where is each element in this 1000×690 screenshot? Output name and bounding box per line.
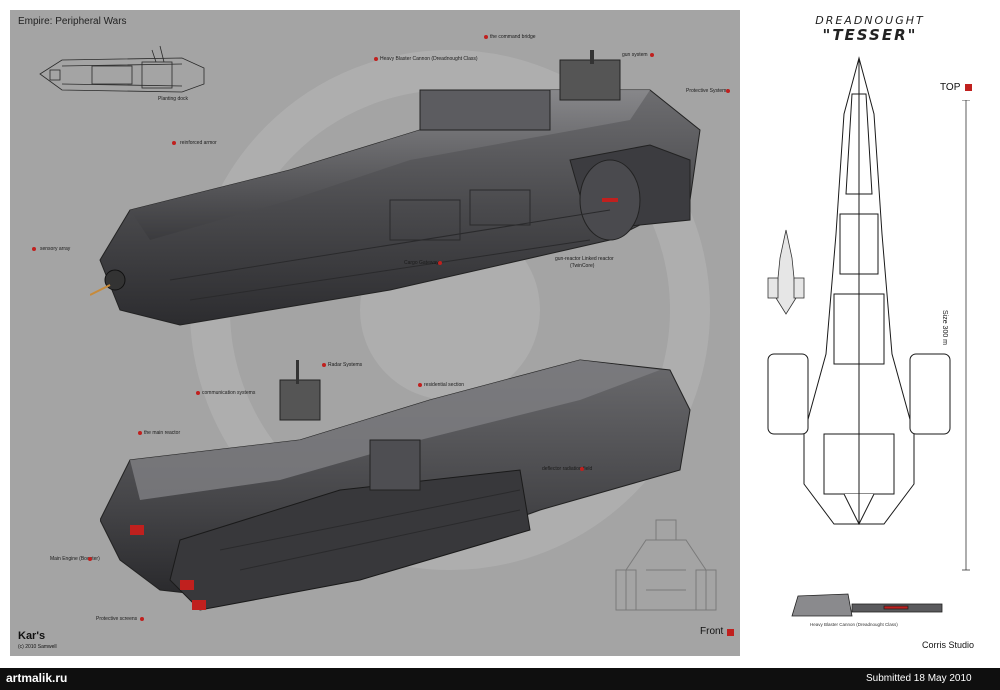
dreadnought-side-view-lower — [100, 359, 691, 611]
front-view-sketch — [615, 519, 717, 611]
callout-residential-section: residential section — [424, 382, 465, 388]
callout-gun-reactor-sub: (TwinCore) — [570, 263, 595, 269]
top-blueprint-sketch — [39, 45, 205, 93]
artist-signature: Kar's — [18, 630, 46, 642]
callout-gun-system: gun system — [622, 52, 648, 58]
callout-radar-systems: Radar Systems — [328, 362, 363, 368]
side-thumbnail — [767, 229, 805, 315]
callout-main-engine: Main Engine (Booster) — [50, 556, 100, 562]
empire-title: Empire: Peripheral Wars — [18, 16, 127, 27]
callout-dot — [140, 617, 144, 621]
callout-dot — [484, 35, 488, 39]
illustration-panel: Empire: Peripheral Wars Planting dock — [10, 10, 740, 656]
callout-deflector-field: deflector radiation field — [542, 466, 593, 472]
callout-dot — [88, 557, 92, 561]
top-label: TOP — [940, 82, 961, 93]
cannon-caption: Heavy Blaster Cannon (Dreadnought Class) — [810, 622, 898, 627]
callout-reinforced-armor: reinforced armor — [180, 140, 217, 146]
callout-heavy-blaster: Heavy Blaster Cannon (Dreadnought Class) — [380, 56, 478, 62]
ship-title-line1: DREADNOUGHT — [815, 14, 925, 27]
callout-dot — [196, 391, 200, 395]
front-red-marker — [727, 629, 734, 636]
callout-sensory-array: sensory array — [40, 246, 71, 252]
callout-dot — [650, 53, 654, 57]
callout-protective-screen: Protective screens — [96, 616, 138, 622]
callout-dot — [726, 89, 730, 93]
callout-command-bridge: the command bridge — [490, 34, 536, 40]
footer-bar: artmalik.ru Submitted 18 May 2010 — [0, 668, 1000, 690]
callout-main-reactor: the main reactor — [144, 430, 181, 436]
blueprint-panel: DREADNOUGHT "TESSER" TOP Size 300 m — [748, 10, 992, 656]
callout-dot — [172, 141, 176, 145]
callout-docking: Planting dock — [158, 96, 189, 102]
callout-communication-systems: communication systems — [202, 390, 256, 396]
studio-label: Corris Studio — [922, 640, 975, 650]
callout-dot — [322, 363, 326, 367]
callout-dot — [138, 431, 142, 435]
artist-signature-sub: (c) 2010 Samwell — [18, 644, 57, 650]
top-red-marker — [965, 84, 972, 91]
site-logo[interactable]: artmalik.ru — [6, 671, 68, 685]
top-down-blueprint — [767, 56, 951, 526]
size-ruler — [962, 100, 970, 571]
submitted-date: Submitted 18 May 2010 — [866, 673, 972, 684]
callout-gun-reactor: gun-reactor Linked reactor — [555, 256, 614, 262]
callout-protective-systems: Protective Systems — [686, 88, 729, 94]
dreadnought-side-view-upper — [90, 50, 701, 326]
callout-dot — [374, 57, 378, 61]
callout-dot — [580, 467, 584, 471]
ship-title-line2: "TESSER" — [822, 26, 918, 44]
callout-dot — [438, 261, 442, 265]
front-label: Front — [700, 626, 724, 637]
callout-cargo-gateway: Cargo Gateway — [404, 260, 439, 266]
heavy-blaster-cannon-drawing — [791, 593, 943, 617]
callout-dot — [32, 247, 36, 251]
callout-dot — [418, 383, 422, 387]
